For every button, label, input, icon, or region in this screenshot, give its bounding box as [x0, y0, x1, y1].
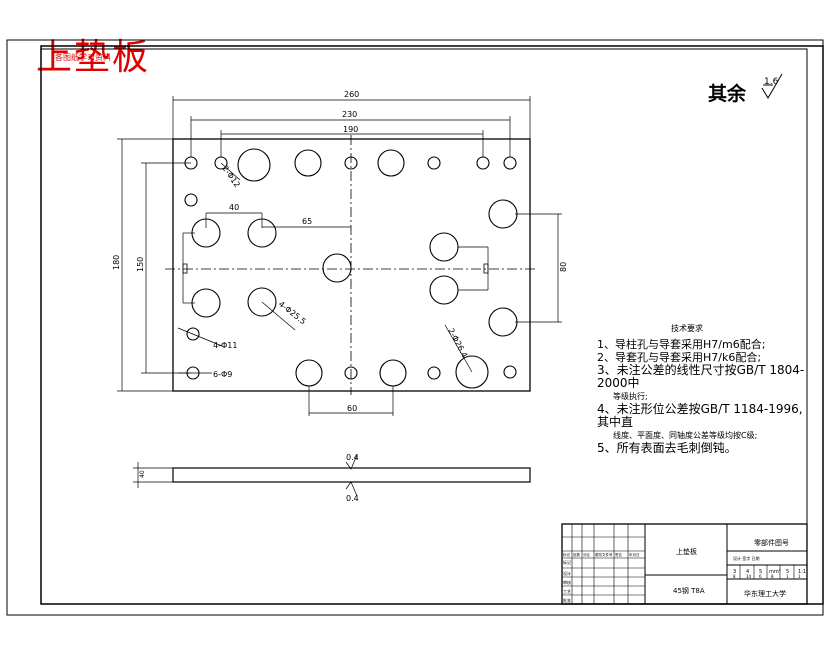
title-school: 华东理工大学	[744, 589, 786, 598]
hole	[377, 149, 405, 177]
scale-cell-2: 8	[771, 574, 774, 579]
roughness-symbol	[761, 73, 783, 99]
scale-cell: 5	[786, 569, 789, 575]
scale-cell-2: 1	[798, 574, 801, 579]
title-block	[561, 523, 808, 605]
holes	[184, 148, 518, 389]
dim-260: 260	[344, 90, 359, 99]
row-label: 工艺	[563, 589, 571, 594]
row-label: 标记	[563, 559, 571, 565]
hole	[488, 307, 518, 337]
hole	[237, 148, 271, 182]
hole	[503, 365, 517, 379]
hole	[455, 355, 489, 389]
header-cell: 分区	[583, 552, 591, 557]
hole	[322, 253, 352, 283]
dim-190: 190	[343, 125, 358, 134]
header-cell: 标记	[563, 552, 571, 557]
scale-cell: 1:1	[798, 569, 806, 575]
tech-item-4-sub: 线度、平面度、同轴度公差等级均按C级;	[613, 431, 758, 440]
scale-cell: 3	[733, 569, 736, 575]
roughness-bottom-value: 0.4	[346, 494, 359, 503]
hole	[476, 156, 490, 170]
header-cell: 年月日	[629, 552, 640, 557]
hole	[184, 193, 198, 207]
title-block-text: 上垫板 45钢 T8A 零部件图号 华东理工大学 3 4 5 mm² 5 1:1…	[563, 538, 806, 603]
callout-4-phi25: 4-Φ25.5	[277, 299, 308, 326]
hole	[191, 288, 221, 318]
dimension-lines	[117, 96, 562, 416]
hole	[427, 366, 441, 380]
stamp-subtitle: 各图纸学习资料	[55, 53, 111, 62]
surface-note-label: 其余	[708, 83, 747, 105]
dim-60: 60	[347, 404, 357, 413]
hole	[247, 287, 277, 317]
scale-cell-2: 6	[759, 574, 762, 579]
dim-180: 180	[112, 255, 121, 270]
dim-80: 80	[559, 262, 568, 272]
tech-item-5: 5、所有表面去毛刺倒钝。	[597, 441, 737, 455]
row-label: 批准	[563, 597, 571, 603]
dim-40: 40	[229, 203, 239, 212]
header-cell: 签名	[615, 552, 622, 557]
hole	[429, 275, 459, 305]
hole	[488, 199, 518, 229]
dim-150: 150	[136, 257, 145, 272]
inner-frame-true	[40, 48, 808, 605]
stamp-title: 上垫板	[36, 37, 151, 78]
scale-cell-2: 1	[786, 574, 789, 579]
hole	[344, 156, 358, 170]
hole	[295, 359, 323, 387]
tech-item-3: 3、未注公差的线性尺寸按GB/T 1804-2000中	[597, 363, 805, 390]
scale-cell: 5	[759, 569, 762, 575]
dim-230: 230	[342, 110, 357, 119]
hole	[186, 327, 200, 341]
scale-cell-2: 14	[746, 574, 752, 579]
callout-6-phi9: 6-Φ9	[213, 370, 232, 379]
plate-outline	[172, 138, 531, 392]
roughness-value: 1.6	[764, 77, 779, 87]
title-part-name: 上垫板	[676, 547, 697, 556]
hole	[503, 156, 517, 170]
title-material: 45钢 T8A	[673, 586, 705, 595]
tech-item-1: 1、导柱孔与导套采用H7/m6配合;	[597, 338, 766, 351]
hole	[379, 359, 407, 387]
tech-item-3-sub: 等级执行;	[613, 392, 648, 401]
callout-2-phi26: 2-Φ26.4	[446, 327, 469, 360]
tech-item-2: 2、导套孔与导套采用H7/k6配合;	[597, 351, 762, 364]
header-cell: 更改文件号	[595, 552, 613, 557]
roughness-bottom-symbol	[345, 481, 358, 497]
roughness-top-symbol	[345, 454, 358, 470]
center-mark	[483, 263, 489, 274]
scale-cell-2: 8	[733, 574, 736, 579]
callout-4-phi11: 4-Φ11	[213, 341, 237, 350]
center-mark	[182, 263, 188, 274]
header-cell: 处数	[573, 552, 581, 557]
tech-title: 技术要求	[671, 324, 703, 333]
hole	[429, 232, 459, 262]
hole	[294, 149, 322, 177]
row-label: 设计	[563, 570, 571, 576]
scale-cell: 4	[746, 569, 749, 575]
hole	[344, 366, 358, 380]
technical-requirements: 技术要求 1、导柱孔与导套采用H7/m6配合; 2、导套孔与导套采用H7/k6配…	[597, 322, 807, 455]
hole	[427, 156, 441, 170]
tech-item-4: 4、未注形位公差按GB/T 1184-1996,其中直	[597, 402, 803, 429]
designer-row: 设计 签字 日期	[733, 555, 760, 561]
title-drawing-no: 零部件图号	[754, 538, 789, 547]
row-label: 审核	[563, 579, 571, 585]
side-thickness: 40	[139, 470, 146, 478]
dim-65: 65	[302, 217, 312, 226]
scale-cell: mm²	[769, 569, 781, 575]
roughness-top-value: 0.4	[346, 453, 359, 462]
side-view	[172, 467, 531, 483]
